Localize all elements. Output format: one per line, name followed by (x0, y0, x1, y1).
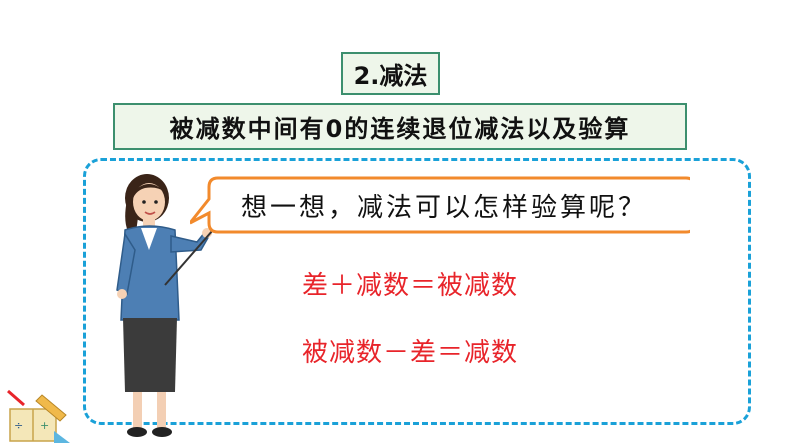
school-supplies-icon: ÷ + (7, 389, 70, 443)
question-text: 想一想，减法可以怎样验算呢？ (240, 192, 647, 223)
formula-check-subtraction: 被减数－差＝减数 (301, 338, 518, 368)
topic-banner: 被减数中间有0的连续退位减法以及验算 (113, 103, 687, 150)
content-frame (83, 158, 751, 425)
section-title-text: 2.减法 (353, 62, 428, 90)
svg-text:+: + (40, 419, 49, 432)
svg-text:÷: ÷ (14, 419, 23, 432)
speech-bubble (190, 176, 690, 234)
formula-check-addition: 差＋减数＝被减数 (301, 271, 518, 301)
teacher-icon (116, 174, 214, 437)
topic-text: 被减数中间有0的连续退位减法以及验算 (169, 115, 631, 143)
section-title: 2.减法 (341, 52, 440, 95)
